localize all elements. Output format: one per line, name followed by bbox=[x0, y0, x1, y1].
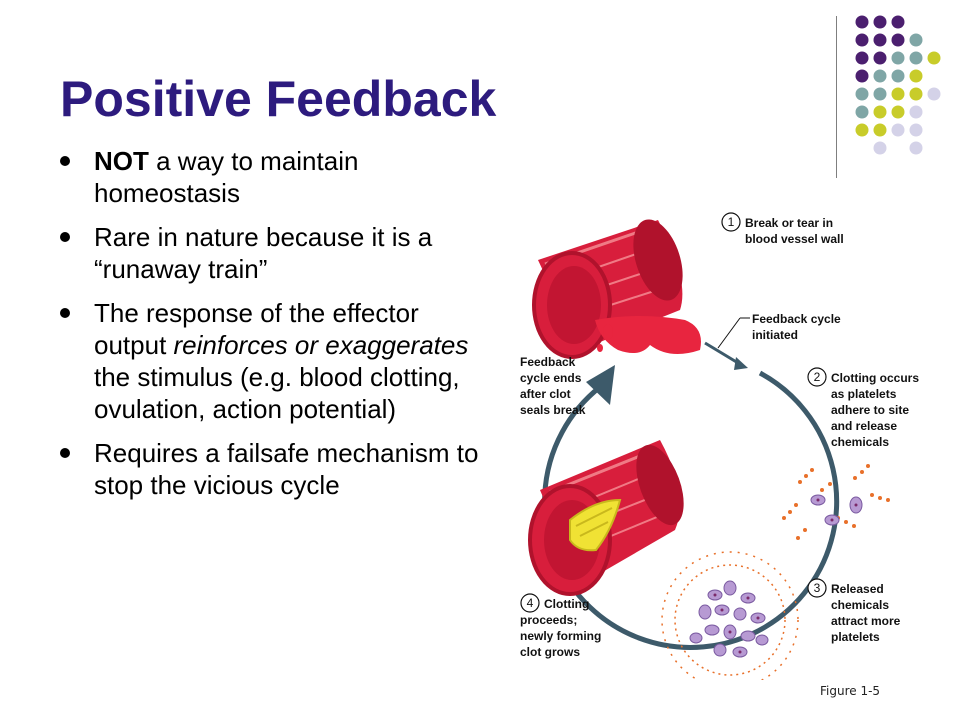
bullet-text-continued: the stimulus (e.g. blood clotting, ovula… bbox=[94, 362, 460, 424]
decorative-dot bbox=[855, 105, 869, 119]
step-3: 3 Released chemicals attract more platel… bbox=[807, 578, 901, 644]
step-4-label-line-2: proceeds; bbox=[520, 613, 577, 627]
decorative-dot bbox=[855, 51, 869, 65]
bullet-marker bbox=[60, 156, 70, 166]
decorative-dot bbox=[927, 51, 941, 65]
decorative-dot bbox=[855, 123, 869, 137]
decorative-dot bbox=[891, 87, 905, 101]
blood-clotting-feedback-figure: 1 Break or tear in blood vessel wall Fee… bbox=[520, 212, 919, 680]
slide-title: Positive Feedback bbox=[60, 71, 497, 127]
feedback-ends-line-4: seals break bbox=[520, 403, 586, 417]
decorative-dot bbox=[873, 87, 887, 101]
step-2-label-line-3: adhere to site bbox=[831, 403, 909, 417]
bullet-bold-text: NOT bbox=[94, 146, 149, 176]
step-4-label-line-3: newly forming bbox=[520, 629, 601, 643]
decorative-dot bbox=[909, 69, 923, 83]
step-3-number-badge bbox=[807, 578, 827, 598]
feedback-initiated-label: Feedback cycle initiated bbox=[752, 312, 841, 342]
decorative-dot bbox=[909, 105, 923, 119]
feedback-initiated-line-2: initiated bbox=[752, 328, 798, 342]
decorative-divider-line bbox=[836, 16, 837, 178]
bullet-item: NOT a way to maintain homeostasis bbox=[60, 145, 480, 209]
decorative-dot bbox=[873, 123, 887, 137]
step-3-label-line-1: Released bbox=[831, 582, 884, 596]
step-2-number-badge bbox=[807, 367, 827, 387]
decorative-dot bbox=[909, 33, 923, 47]
decorative-dot bbox=[855, 87, 869, 101]
bullet-marker bbox=[60, 308, 70, 318]
decorative-dot bbox=[909, 123, 923, 137]
step-4-number: 4 bbox=[527, 596, 534, 610]
bullet-list: NOT a way to maintain homeostasis Rare i… bbox=[60, 145, 480, 513]
step-2-number: 2 bbox=[814, 370, 821, 384]
bullet-text: The response of the effector output bbox=[94, 298, 419, 360]
bullet-item: Rare in nature because it is a “runaway … bbox=[60, 221, 480, 285]
decorative-dot bbox=[873, 105, 887, 119]
bullet-marker bbox=[60, 448, 70, 458]
decorative-dot bbox=[873, 33, 887, 47]
bullet-marker bbox=[60, 232, 70, 242]
decorative-dot bbox=[855, 69, 869, 83]
decorative-dot-grid bbox=[855, 15, 941, 155]
decorative-dot bbox=[873, 69, 887, 83]
bullet-text: Rare in nature because it is a “runaway … bbox=[94, 222, 433, 284]
feedback-ends-label: Feedback cycle ends after clot seals bre… bbox=[520, 355, 586, 417]
step-2-label-line-4: and release bbox=[831, 419, 897, 433]
decorative-dot bbox=[873, 51, 887, 65]
step-3-label-line-4: platelets bbox=[831, 630, 880, 644]
step-1-number: 1 bbox=[728, 215, 735, 229]
leader-line bbox=[717, 317, 741, 349]
figure-caption: Figure 1-5 bbox=[820, 684, 881, 698]
decorative-dot bbox=[855, 33, 869, 47]
decorative-dot bbox=[891, 33, 905, 47]
step-3-label-line-3: attract more bbox=[831, 614, 901, 628]
step-2: 2 Clotting occurs as platelets adhere to… bbox=[807, 367, 919, 449]
arrowhead-icon bbox=[734, 357, 748, 370]
step-1-number-badge bbox=[721, 212, 741, 232]
decorative-dot bbox=[891, 105, 905, 119]
feedback-initiated-line-1: Feedback cycle bbox=[752, 312, 841, 326]
platelets-with-chemicals-illustration bbox=[782, 464, 890, 540]
bullet-emphasis-text: reinforces or exaggerates bbox=[173, 330, 469, 360]
decorative-dot bbox=[873, 141, 887, 155]
growing-clot-illustration bbox=[661, 551, 799, 680]
decorative-dot bbox=[873, 15, 887, 29]
cycle-end-arrow-icon bbox=[586, 365, 615, 405]
decorative-dot bbox=[891, 69, 905, 83]
step-4-label-line-1: Clotting bbox=[544, 597, 589, 611]
feedback-ends-line-2: cycle ends bbox=[520, 371, 582, 385]
decorative-dot bbox=[909, 87, 923, 101]
step-4-number-badge bbox=[520, 593, 540, 613]
bullet-text: Requires a failsafe mechanism to stop th… bbox=[94, 438, 479, 500]
feedback-ends-line-3: after clot bbox=[520, 387, 571, 401]
decorative-dot bbox=[891, 51, 905, 65]
decorative-dot bbox=[909, 141, 923, 155]
step-3-number: 3 bbox=[814, 581, 821, 595]
step-3-label-line-2: chemicals bbox=[831, 598, 889, 612]
feedback-ends-line-1: Feedback bbox=[520, 355, 576, 369]
decorative-dot bbox=[891, 15, 905, 29]
decorative-dot bbox=[891, 123, 905, 137]
step-2-label-line-5: chemicals bbox=[831, 435, 889, 449]
bullet-item: The response of the effector output rein… bbox=[60, 297, 480, 425]
clotted-blood-vessel-illustration bbox=[528, 440, 684, 596]
torn-blood-vessel-illustration bbox=[532, 219, 701, 359]
bullet-item: Requires a failsafe mechanism to stop th… bbox=[60, 437, 480, 501]
decorative-dot bbox=[927, 87, 941, 101]
bullet-text: a way to maintain homeostasis bbox=[94, 146, 359, 208]
step-4: 4 Clotting proceeds; newly forming clot … bbox=[520, 593, 601, 659]
step-1-label-line-2: blood vessel wall bbox=[745, 232, 844, 246]
decorative-dot bbox=[909, 51, 923, 65]
step-2-label-line-2: as platelets bbox=[831, 387, 897, 401]
step-1-label-line-1: Break or tear in bbox=[745, 216, 833, 230]
step-4-label-line-4: clot grows bbox=[520, 645, 580, 659]
decorative-dot bbox=[855, 15, 869, 29]
step-2-label-line-1: Clotting occurs bbox=[831, 371, 919, 385]
step-1: 1 Break or tear in blood vessel wall bbox=[721, 212, 844, 246]
